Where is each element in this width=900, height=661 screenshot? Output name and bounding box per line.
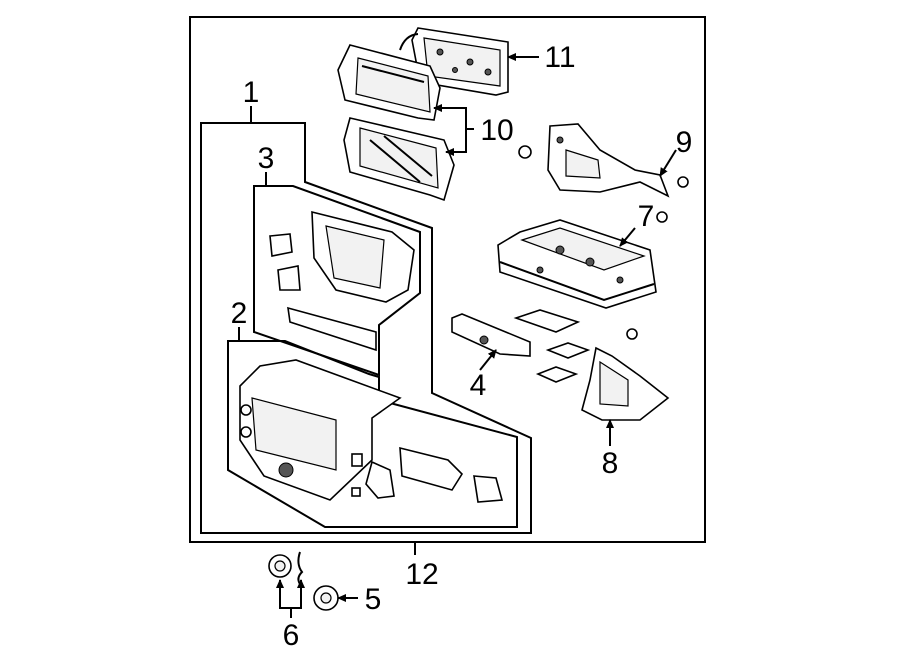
callout-6: 6	[283, 619, 300, 652]
group-2-outline	[227, 340, 518, 528]
callout-12: 12	[405, 558, 438, 591]
plate	[513, 309, 581, 333]
part-2-console	[239, 359, 504, 503]
plate	[545, 342, 591, 359]
part-8-bracket	[581, 346, 670, 421]
part-4-bracket	[451, 313, 531, 357]
callout-7: 7	[638, 200, 655, 233]
callout-2: 2	[231, 297, 248, 330]
callout-4: 4	[470, 369, 487, 402]
part-9-bracket	[547, 123, 670, 198]
callout-5: 5	[365, 583, 382, 616]
bolt-icon	[677, 176, 689, 188]
part-7-audio-unit	[497, 219, 657, 309]
part-5-knob	[313, 585, 339, 611]
part-6-knob	[268, 551, 304, 585]
part-3-assembly	[269, 210, 415, 352]
part-10-display-upper	[337, 44, 441, 121]
callout-1: 1	[243, 76, 260, 109]
callout-9: 9	[676, 126, 693, 159]
bolt-icon	[518, 145, 532, 159]
callout-3: 3	[258, 142, 275, 175]
callout-11: 11	[544, 41, 575, 74]
callout-10: 10	[480, 114, 513, 147]
bolt-icon	[626, 328, 638, 340]
bolt-icon	[656, 211, 668, 223]
group-1-outline	[200, 122, 532, 534]
plate	[535, 366, 579, 383]
outer-frame	[189, 16, 706, 543]
group-3-outline	[253, 185, 421, 377]
part-10-display-lower	[343, 117, 455, 202]
callout-8: 8	[602, 447, 619, 480]
